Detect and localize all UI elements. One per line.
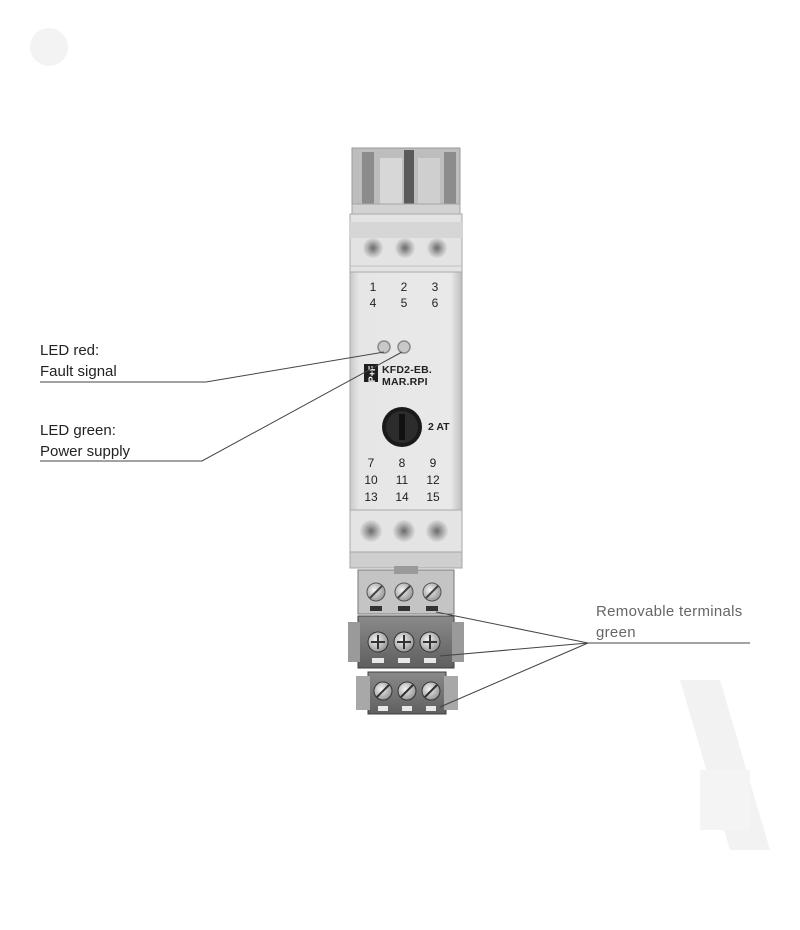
terminal-number: 1 [369, 280, 377, 294]
leader-lines [40, 351, 750, 708]
terminal-number: 9 [429, 456, 437, 470]
callout-led-red: LED red: Fault signal [40, 340, 117, 382]
model-label-line-1: KFD2-EB. [382, 364, 433, 376]
bottom-terminal-numbers-row-2: 10 11 12 [358, 473, 446, 487]
device-housing [349, 271, 463, 513]
background-artifacts [680, 680, 770, 850]
led-red [377, 340, 391, 354]
led-green [397, 340, 411, 354]
terminal-number: 6 [431, 296, 439, 310]
top-terminal-numbers-row-1: 1 2 3 [360, 280, 448, 294]
terminal-number: 14 [395, 490, 409, 504]
terminal-number: 3 [431, 280, 439, 294]
callout-led-red-title: LED red: [40, 342, 100, 359]
terminal-number: 13 [364, 490, 378, 504]
svg-text:P+F: P+F [367, 365, 377, 382]
terminal-block-2 [348, 615, 464, 669]
callout-terminals-title: Removable terminals [596, 603, 743, 620]
callout-led-green-desc: Power supply [40, 443, 131, 460]
watermark-logo [30, 28, 68, 66]
terminal-number: 15 [426, 490, 440, 504]
terminal-number: 8 [398, 456, 406, 470]
terminal-number: 11 [395, 473, 409, 487]
terminal-number: 4 [369, 296, 377, 310]
fuse-holder [382, 407, 422, 447]
watermark-text-bottom [636, 868, 645, 907]
top-screw-section [349, 213, 463, 275]
terminal-block-1 [357, 566, 455, 615]
terminal-number: 12 [426, 473, 440, 487]
model-label-line-2: MAR.RPI [382, 376, 428, 388]
fuse-rating-label: 2 AT [428, 421, 450, 433]
callout-led-green-title: LED green: [40, 422, 116, 439]
terminal-number: 7 [367, 456, 375, 470]
callout-led-red-desc: Fault signal [40, 363, 117, 380]
callout-terminals-desc: green [596, 624, 636, 641]
top-terminal-numbers-row-2: 4 5 6 [360, 296, 448, 310]
model-label: KFD2-EB. MAR.RPI [382, 364, 432, 388]
terminal-number: 2 [400, 280, 408, 294]
callout-led-green: LED green: Power supply [40, 420, 130, 462]
bottom-screw-section [349, 509, 463, 569]
brand-logo: P+F [364, 364, 378, 382]
terminal-number: 10 [364, 473, 378, 487]
callout-terminals: Removable terminals green [596, 601, 743, 643]
terminal-block-3 [356, 671, 458, 715]
top-connector [351, 147, 461, 217]
terminal-number: 5 [400, 296, 408, 310]
bottom-terminal-numbers-row-1: 7 8 9 [358, 456, 446, 470]
bottom-terminal-numbers-row-3: 13 14 15 [358, 490, 446, 504]
